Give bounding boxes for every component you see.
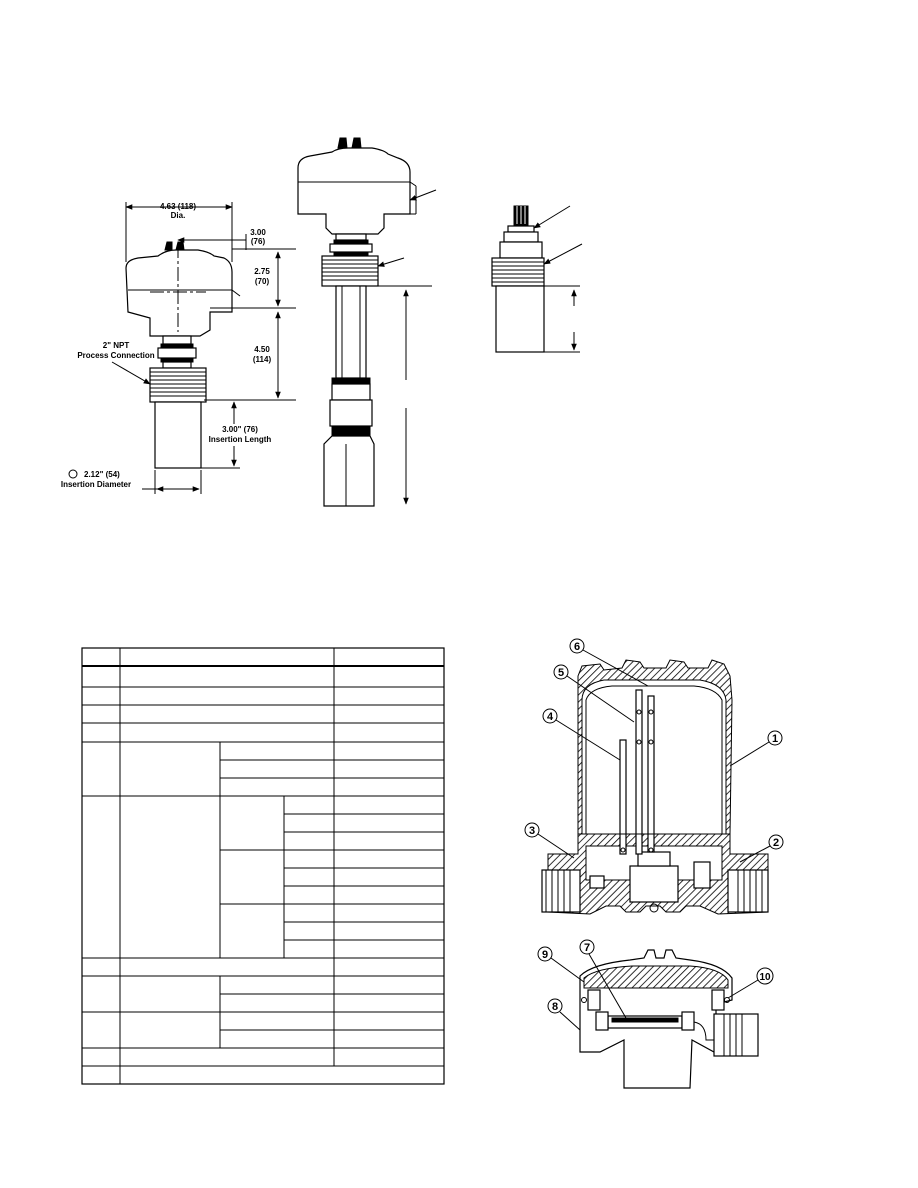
head-height-dimension: 2.75 <box>254 267 270 276</box>
insertion-length-label: Insertion Length <box>209 435 272 444</box>
diameter-symbol-icon <box>68 469 78 479</box>
dimensioned-sensor: 4.63 (118) Dia. 3.00 (76) 2.75 (70) 4.50… <box>61 202 296 494</box>
callout-6: 6 <box>574 641 580 653</box>
neck-height-metric: (114) <box>253 355 272 364</box>
callout-8: 8 <box>552 1001 558 1013</box>
parts-table-grid <box>81 647 445 1085</box>
callout-3: 3 <box>529 825 535 837</box>
process-connection-label: 2" NPT <box>103 341 130 350</box>
callout-10: 10 <box>759 972 771 983</box>
process-connection-label-2: Process Connection <box>77 351 154 360</box>
insertion-length-dimension: 3.00" (76) <box>222 425 258 434</box>
callout-2: 2 <box>773 837 779 849</box>
head-top-lug <box>164 241 185 251</box>
callout-7: 7 <box>584 942 590 954</box>
neck-height-dimension: 4.50 <box>254 345 270 354</box>
cover-section-view: 9 7 10 8 <box>537 939 774 1089</box>
insertion-diameter-dimension: 2.12" (54) <box>84 470 120 479</box>
callout-9: 9 <box>542 949 548 961</box>
housing-head <box>125 249 233 337</box>
insertion-probe <box>154 401 202 469</box>
remote-probe-sensor <box>491 205 583 353</box>
diameter-suffix: Dia. <box>171 211 186 220</box>
callout-4: 4 <box>547 711 554 723</box>
npt-thread <box>149 367 207 403</box>
callout-5: 5 <box>558 667 564 679</box>
offset-dimension: 3.00 <box>250 228 266 237</box>
diameter-dimension: 4.63 (118) <box>160 202 196 211</box>
callout-1: 1 <box>772 733 778 745</box>
housing-section-view: 6 5 4 1 3 2 <box>524 638 784 915</box>
offset-metric: (76) <box>251 237 266 246</box>
head-height-metric: (70) <box>255 277 270 286</box>
insertion-diameter-label: Insertion Diameter <box>61 480 131 489</box>
extended-probe-sensor <box>297 137 437 507</box>
